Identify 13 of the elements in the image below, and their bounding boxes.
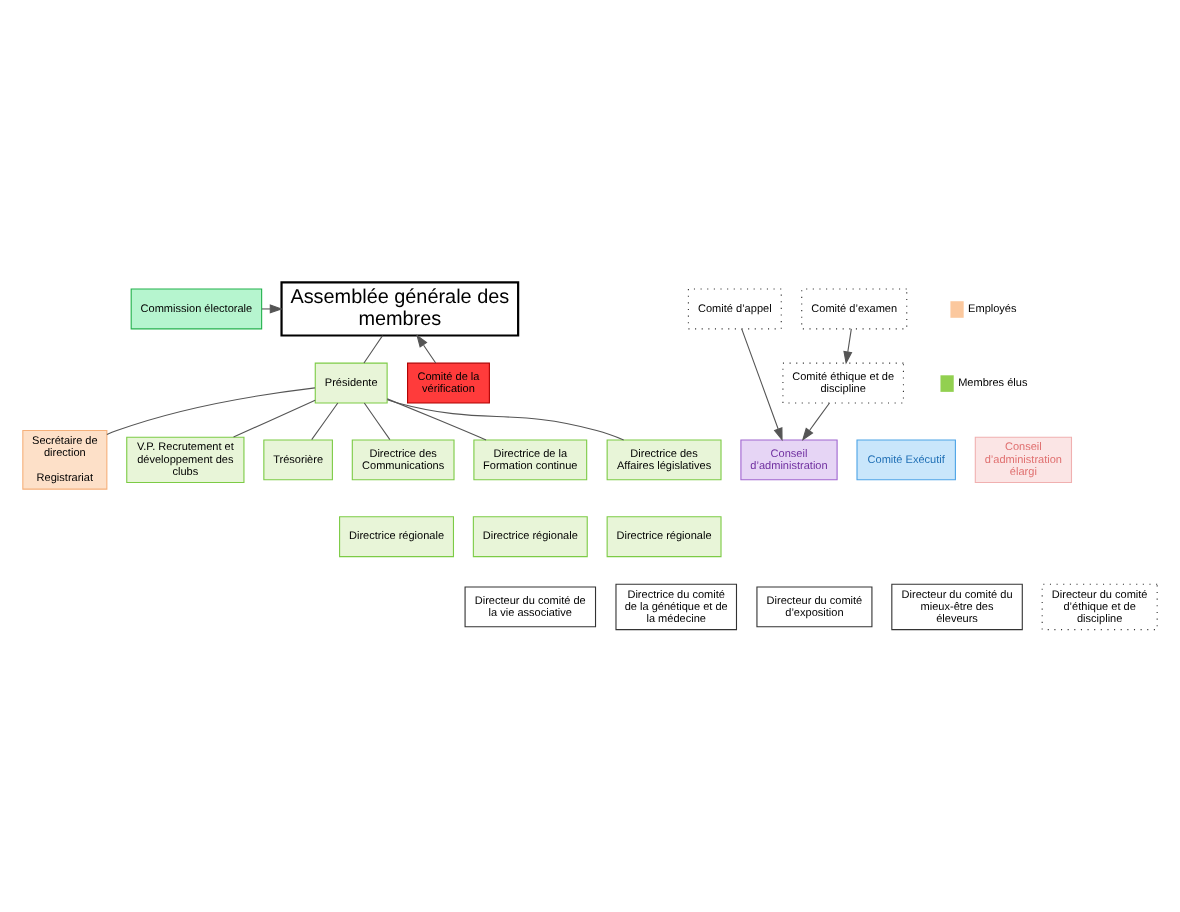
arrow <box>843 328 853 365</box>
arrow <box>261 304 284 314</box>
connector <box>363 335 384 364</box>
node-box: Assemblée générale des membres <box>280 281 520 337</box>
arrow <box>801 402 831 442</box>
connector <box>363 402 391 441</box>
connector <box>106 387 316 436</box>
connector <box>311 402 339 441</box>
connector <box>233 399 316 438</box>
connector <box>386 398 487 441</box>
connector <box>386 399 625 441</box>
arrow <box>416 334 437 364</box>
arrow <box>741 328 783 442</box>
